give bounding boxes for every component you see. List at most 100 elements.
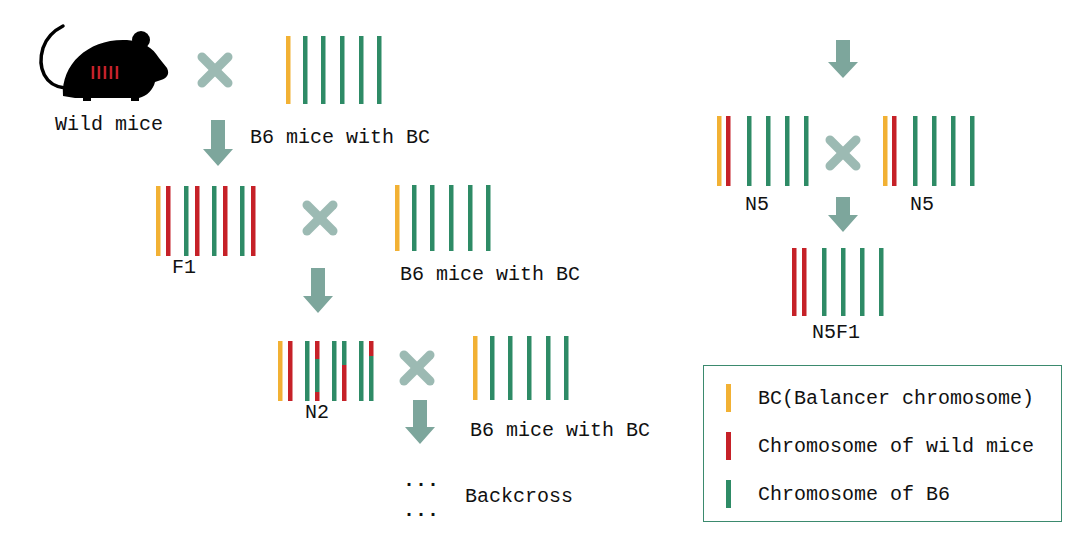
chromosome-bar: [395, 185, 400, 251]
chromosome-bar: [449, 185, 454, 251]
chromosome-bar: [970, 116, 975, 186]
chromosome-bar: [822, 248, 827, 316]
chromosome-bar: [951, 116, 956, 186]
chromosome-bar: [315, 341, 320, 359]
node-label: B6 mice with BC: [470, 419, 650, 443]
chromosome-figure: [283, 36, 383, 104]
ellipsis-text: ...: [403, 466, 439, 496]
chromosome-set: F1: [152, 186, 256, 280]
chromosome-figure: [470, 336, 570, 400]
chromosome-bar: [486, 185, 491, 251]
generation-arrow: [203, 120, 233, 166]
chromosome-bar: [879, 248, 884, 316]
legend-swatch: [726, 480, 731, 508]
legend-swatch: [726, 432, 731, 460]
chromosome-figure: [788, 248, 888, 316]
legend-text: BC(Balancer chromosome): [758, 387, 1034, 411]
node-label: N5: [910, 193, 976, 217]
chromosome-bar: [369, 341, 374, 356]
continuation-dots: ......: [403, 466, 439, 526]
node-label: N5F1: [812, 321, 888, 345]
chromosome-bar: [315, 392, 320, 401]
chromosome-bar: [212, 186, 217, 256]
node-label: N2: [305, 401, 375, 425]
chromosome-bar: [278, 341, 283, 401]
chromosome-bar: [430, 185, 435, 251]
legend-text: Chromosome of B6: [758, 483, 950, 507]
node-label: B6 mice with BC: [250, 126, 430, 150]
chromosome-bar: [412, 185, 417, 251]
chromosome-bar: [305, 341, 310, 401]
chromosome-bar: [166, 186, 171, 256]
node-label: Wild mice: [55, 113, 170, 137]
legend-text: Chromosome of wild mice: [758, 435, 1034, 459]
chromosome-bar: [342, 341, 347, 365]
cross-symbols: [202, 57, 856, 381]
chromosome-figure: [714, 116, 810, 186]
chromosome-figure: [275, 341, 375, 401]
step-label: Backcross: [465, 485, 573, 509]
chromosome-bar: [223, 186, 228, 256]
chromosome-bar: [332, 341, 337, 401]
chromosome-set: B6 mice with BC: [250, 36, 430, 150]
mouse-figure: [35, 18, 170, 103]
chromosome-bar: [932, 116, 937, 186]
chromosome-bar: [883, 116, 888, 186]
chromosome-bar: [473, 336, 478, 400]
chromosome-bar: [802, 248, 807, 316]
chromosome-bar: [342, 365, 347, 401]
node-label: F1: [172, 256, 256, 280]
chromosome-bar: [303, 36, 308, 104]
chromosome-figure: [152, 186, 256, 256]
legend-swatch: [726, 384, 731, 412]
node-label: N5: [745, 193, 810, 217]
chromosome-bar: [490, 336, 495, 400]
node-label: B6 mice with BC: [400, 263, 580, 287]
chromosome-set: N5: [714, 116, 810, 217]
chromosome-bar: [321, 36, 326, 104]
chromosome-bar: [359, 341, 364, 401]
chromosome-bar: [564, 336, 569, 400]
chromosome-bar: [240, 186, 245, 256]
chromosome-set: N5F1: [788, 248, 888, 345]
chromosome-set: B6 mice with BC: [468, 336, 650, 443]
chromosome-bar: [747, 116, 752, 186]
chromosome-bar: [369, 356, 374, 401]
chromosome-bar: [340, 36, 345, 104]
chromosome-bar: [726, 116, 731, 186]
chromosome-bar: [156, 186, 161, 256]
chromosome-set: N2: [275, 341, 375, 425]
chromosome-bar: [841, 248, 846, 316]
continuation-arrow: [828, 40, 858, 78]
chromosome-bar: [377, 36, 382, 104]
chromosome-bar: [527, 336, 532, 400]
chromosome-bar: [860, 248, 865, 316]
chromosome-figure: [392, 185, 492, 251]
chromosome-bar: [195, 186, 200, 256]
chromosome-bar: [546, 336, 551, 400]
chromosome-bar: [508, 336, 513, 400]
chromosome-bar: [468, 185, 473, 251]
chromosome-bar: [785, 116, 790, 186]
generation-arrow: [828, 197, 858, 232]
ellipsis-text: ...: [403, 496, 439, 526]
chromosome-bar: [792, 248, 797, 316]
chromosome-bar: [804, 116, 809, 186]
mouse-group: Wild mice: [35, 18, 170, 137]
chromosome-figure: [880, 116, 976, 186]
chromosome-bar: [766, 116, 771, 186]
legend-box: BC(Balancer chromosome) Chromosome of wil…: [703, 365, 1062, 522]
chromosome-bar: [315, 359, 320, 392]
chromosome-bar: [286, 36, 291, 104]
chromosome-bar: [184, 186, 189, 256]
chromosome-bar: [359, 36, 364, 104]
chromosome-bar: [288, 341, 293, 401]
chromosome-bar: [892, 116, 897, 186]
chromosome-bar: [717, 116, 722, 186]
chromosome-set: B6 mice with BC: [390, 185, 580, 287]
chromosome-bar: [251, 186, 256, 256]
chromosome-bar: [913, 116, 918, 186]
mouse-illustration: [41, 26, 168, 101]
chromosome-set: N5: [880, 116, 976, 217]
generation-arrow: [303, 268, 333, 313]
